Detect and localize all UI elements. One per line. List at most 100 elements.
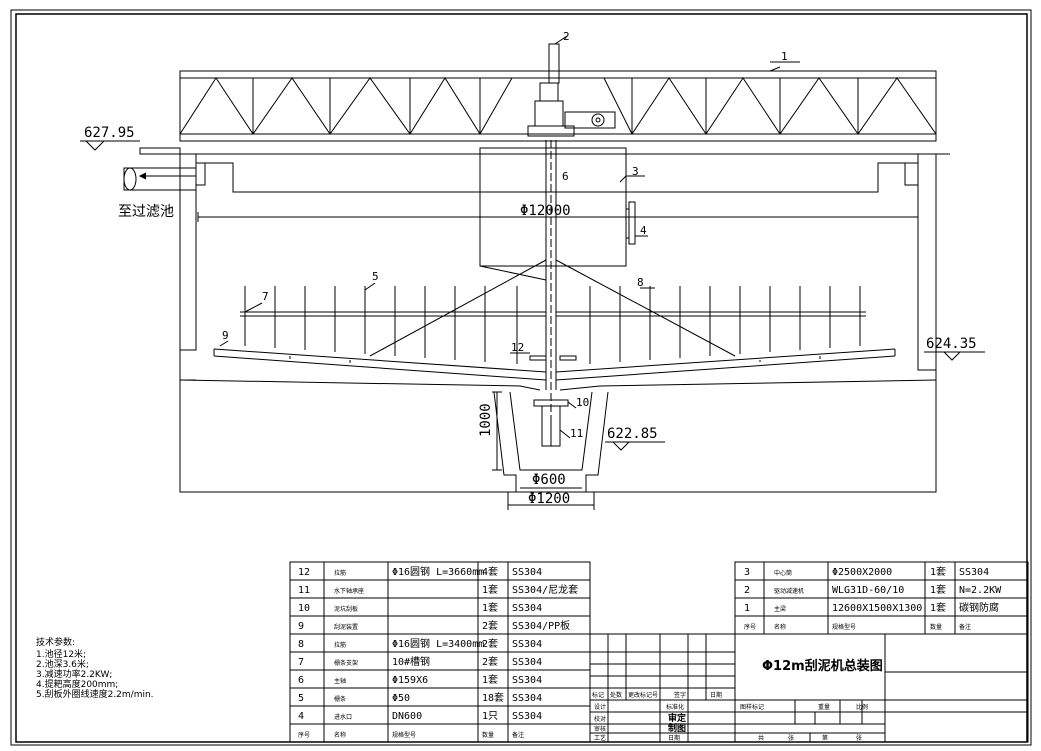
rev-mark: 标记 <box>592 691 604 699</box>
ltbl-r0-c3: 4套 <box>482 565 498 578</box>
ltbl-r1-c4: SS304/尼龙套 <box>512 583 578 596</box>
callout-2: 2 <box>563 30 570 43</box>
ltbl-r2-c0: 10 <box>298 603 310 614</box>
callout-1: 1 <box>781 50 788 63</box>
callout-3: 3 <box>632 165 639 178</box>
role-review: 审核 <box>594 725 606 733</box>
frame-outer <box>10 9 1032 746</box>
role-check: 校对 <box>594 715 606 723</box>
ltbl-r0-c2: Φ16圆钢 L=3660mm <box>392 565 484 578</box>
rev-sign: 签字 <box>674 691 686 699</box>
callout-9: 9 <box>222 329 229 342</box>
rtbl-r0-c0: 3 <box>744 567 750 578</box>
ltbl-r9-c4: 备注 <box>512 731 524 739</box>
rev-date: 日期 <box>710 691 722 699</box>
tech-item-4: 4.提耙高度200mm; <box>36 678 118 690</box>
rtbl-r1-c3: 1套 <box>930 583 946 596</box>
ltbl-r5-c1: 栅条支架 <box>334 659 358 667</box>
stage-label: 图样标记 <box>740 703 764 711</box>
draw-label: 制图 <box>668 722 686 734</box>
title-block <box>589 633 1029 743</box>
rtbl-r3-c0: 序号 <box>744 623 756 631</box>
callout-12: 12 <box>511 341 524 354</box>
sheet-total: 共 <box>758 734 764 742</box>
callout-5: 5 <box>372 270 379 283</box>
elevation-top: 627.95 <box>84 125 135 141</box>
rtbl-r1-c1: 驱动减速机 <box>774 587 804 595</box>
ltbl-r5-c3: 2套 <box>482 655 498 668</box>
dim-pit-outer-diameter: Φ1200 <box>528 491 570 507</box>
ltbl-r7-c3: 18套 <box>482 691 504 704</box>
role-process: 工艺 <box>594 734 606 742</box>
ltbl-r6-c1: 主轴 <box>334 677 346 685</box>
sheet-unit-2: 张 <box>856 734 862 742</box>
ltbl-r9-c2: 规格型号 <box>392 731 416 739</box>
ltbl-r3-c3: 2套 <box>482 619 498 632</box>
rev-change: 更改标记号 <box>628 691 658 699</box>
sheet-unit-1: 张 <box>788 734 794 742</box>
ltbl-r1-c0: 11 <box>298 585 310 596</box>
drawing-labels: Φ12000 Φ600 Φ1200 1000 627.95 624.35 622… <box>84 30 977 507</box>
tech-title: 技术参数: <box>36 636 75 648</box>
rtbl-r3-c3: 数量 <box>930 623 942 631</box>
callout-10: 10 <box>576 396 589 409</box>
ltbl-r8-c3: 1只 <box>482 711 498 722</box>
ltbl-r5-c4: SS304 <box>512 657 542 668</box>
ltbl-r2-c4: SS304 <box>512 603 542 614</box>
ltbl-r6-c2: Φ159X6 <box>392 675 428 686</box>
tech-item-1: 1.池径12米; <box>36 648 86 660</box>
ltbl-r9-c0: 序号 <box>298 731 310 739</box>
callout-8: 8 <box>637 276 644 289</box>
rtbl-r2-c1: 主梁 <box>774 605 786 613</box>
ltbl-r0-c0: 12 <box>298 567 310 578</box>
tech-item-3: 3.减速功率2.2KW; <box>36 668 112 680</box>
rtbl-r0-c3: 1套 <box>930 565 946 578</box>
sheet-no: 第 <box>822 734 828 742</box>
ltbl-r4-c2: Φ16圆钢 L=3400mm <box>392 637 484 650</box>
rtbl-r1-c4: N=2.2KW <box>959 585 1002 596</box>
rev-count: 处数 <box>610 691 622 699</box>
ltbl-r4-c1: 拉筋 <box>334 641 346 649</box>
scale-label: 比例 <box>856 703 868 711</box>
ltbl-r5-c0: 7 <box>298 657 304 668</box>
dim-pit-diameter: Φ600 <box>532 472 566 488</box>
tech-item-5: 5.刮板外圈线速度2.2m/min. <box>36 688 154 700</box>
title-block-text: Φ12m刮泥机总装图 标记 处数 更改标记号 签字 日期 设计 校对 审核 工艺… <box>592 658 883 742</box>
drawing-title: Φ12m刮泥机总装图 <box>762 658 883 674</box>
ltbl-r1-c3: 1套 <box>482 583 498 596</box>
ltbl-r9-c3: 数量 <box>482 731 494 739</box>
ltbl-r4-c3: 2套 <box>482 637 498 650</box>
callout-7: 7 <box>262 290 269 303</box>
dim-outer-diameter: Φ12000 <box>520 203 571 219</box>
equipment-drawing <box>80 35 985 510</box>
rtbl-r2-c2: 12600X1500X1300 <box>832 603 922 614</box>
rtbl-r2-c0: 1 <box>744 603 750 614</box>
ltbl-r8-c0: 4 <box>298 711 304 722</box>
outlet-label: 至过滤池 <box>118 204 174 220</box>
rtbl-r2-c3: 1套 <box>930 601 946 614</box>
rtbl-r1-c0: 2 <box>744 585 750 596</box>
ltbl-r7-c1: 栅条 <box>334 695 346 703</box>
ltbl-r4-c0: 8 <box>298 639 304 650</box>
rtbl-r3-c1: 名称 <box>774 623 786 631</box>
tech-params: 技术参数: 1.池径12米; 2.池深3.6米; 3.减速功率2.2KW; 4.… <box>36 636 154 700</box>
ltbl-r2-c1: 泥坑刮板 <box>334 605 358 613</box>
ltbl-r2-c3: 1套 <box>482 601 498 614</box>
ltbl-r8-c1: 进水口 <box>334 713 352 721</box>
role-design: 设计 <box>594 703 606 711</box>
ltbl-r7-c4: SS304 <box>512 693 542 704</box>
standard-label: 标准化 <box>666 703 684 711</box>
ltbl-r4-c4: SS304 <box>512 639 542 650</box>
ltbl-r0-c4: SS304 <box>512 567 542 578</box>
ltbl-r7-c2: Φ50 <box>392 693 410 704</box>
callout-6: 6 <box>562 170 569 183</box>
ltbl-r6-c4: SS304 <box>512 675 542 686</box>
elevation-water: 624.35 <box>926 336 977 352</box>
tech-item-2: 2.池深3.6米; <box>36 658 89 670</box>
ltbl-r5-c2: 10#槽钢 <box>392 655 430 668</box>
rtbl-r3-c2: 规格型号 <box>832 623 856 631</box>
approve-label: 审定 <box>668 712 687 724</box>
rtbl-r0-c4: SS304 <box>959 567 989 578</box>
